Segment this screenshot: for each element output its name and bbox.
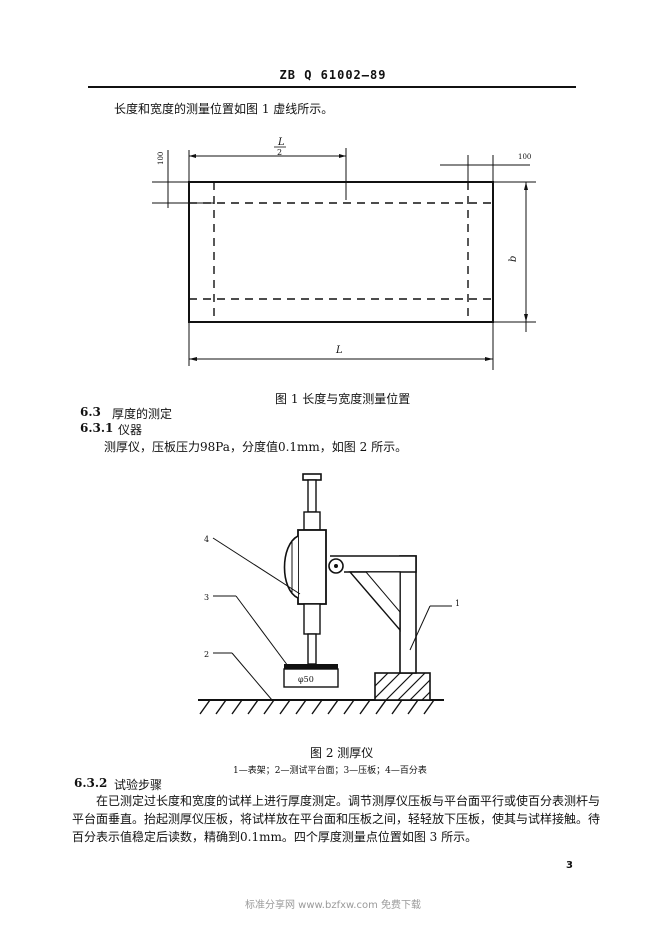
specimen-outline <box>188 181 494 323</box>
callout-2: 2 <box>204 650 209 659</box>
section-6-3-2-line-1: 在已测定过长度和宽度的试样上进行厚度测定。调节测厚仪压板与平台面平行或使百分表测… <box>96 794 601 808</box>
left-100-label: 100 <box>157 152 165 165</box>
stand-column <box>399 555 417 674</box>
phi-50-label: φ50 <box>298 675 314 684</box>
measurement-dashed-lines <box>189 182 493 322</box>
presser-plate <box>284 664 338 669</box>
section-6-3-title: 厚度的测定 <box>112 407 173 421</box>
length-label: L <box>335 345 343 356</box>
section-6-3-1-title: 仪器 <box>118 423 143 437</box>
page-number: 3 <box>566 860 573 871</box>
callout-3: 3 <box>204 593 209 602</box>
section-6-3-2-title: 试验步骤 <box>114 778 163 792</box>
figure-2-thickness-gauge: φ50 4 3 2 1 <box>198 473 460 715</box>
figure-1-caption: 图 1 长度与宽度测量位置 <box>275 392 411 406</box>
dial-indicator-body <box>297 529 327 605</box>
leader-lines <box>212 537 452 701</box>
section-6-3-1-number: 6.3.1 <box>80 421 114 435</box>
section-6-3-2-line-2: 平台面垂直。抬起测厚仪压板，将试样放在平台面和压板之间，轻轻放下压板，使其与试样… <box>72 812 601 826</box>
specimen-block <box>283 668 339 688</box>
half-length-numerator: L <box>277 137 285 148</box>
figure-1-measurement-diagram: L 2 100 100 b L <box>152 137 536 370</box>
gauge-top-knob <box>302 473 322 481</box>
callout-1: 1 <box>455 599 460 608</box>
width-label: b <box>508 256 519 262</box>
figure-2-legend: 1—表架；2—测试平台面；3—压板；4—百分表 <box>233 766 427 776</box>
gauge-upper-rod <box>307 479 317 513</box>
half-length-denominator: 2 <box>277 148 282 157</box>
section-6-3-number: 6.3 <box>80 405 101 419</box>
intro-paragraph: 长度和宽度的测量位置如图 1 虚线所示。 <box>114 102 334 116</box>
section-6-3-2-number: 6.3.2 <box>74 776 108 790</box>
platform-hatching <box>199 699 435 715</box>
section-6-3-2-line-3: 百分表示值稳定后读数，精确到0.1mm。四个厚度测量点位置如图 3 所示。 <box>72 830 478 844</box>
figure-2-caption: 图 2 测厚仪 <box>310 746 374 760</box>
right-100-label: 100 <box>518 153 531 161</box>
standard-code-header: ZB Q 61002—89 <box>279 68 387 82</box>
watermark-footer: 标准分享网 www.bzfxw.com 免费下载 <box>245 900 421 911</box>
header-rule <box>88 86 576 88</box>
section-6-3-1-body: 测厚仪，压板压力98Pa，分度值0.1mm，如图 2 所示。 <box>104 440 408 454</box>
gauge-spindle <box>307 633 317 665</box>
dial-face <box>283 535 299 599</box>
callout-4: 4 <box>204 535 209 544</box>
